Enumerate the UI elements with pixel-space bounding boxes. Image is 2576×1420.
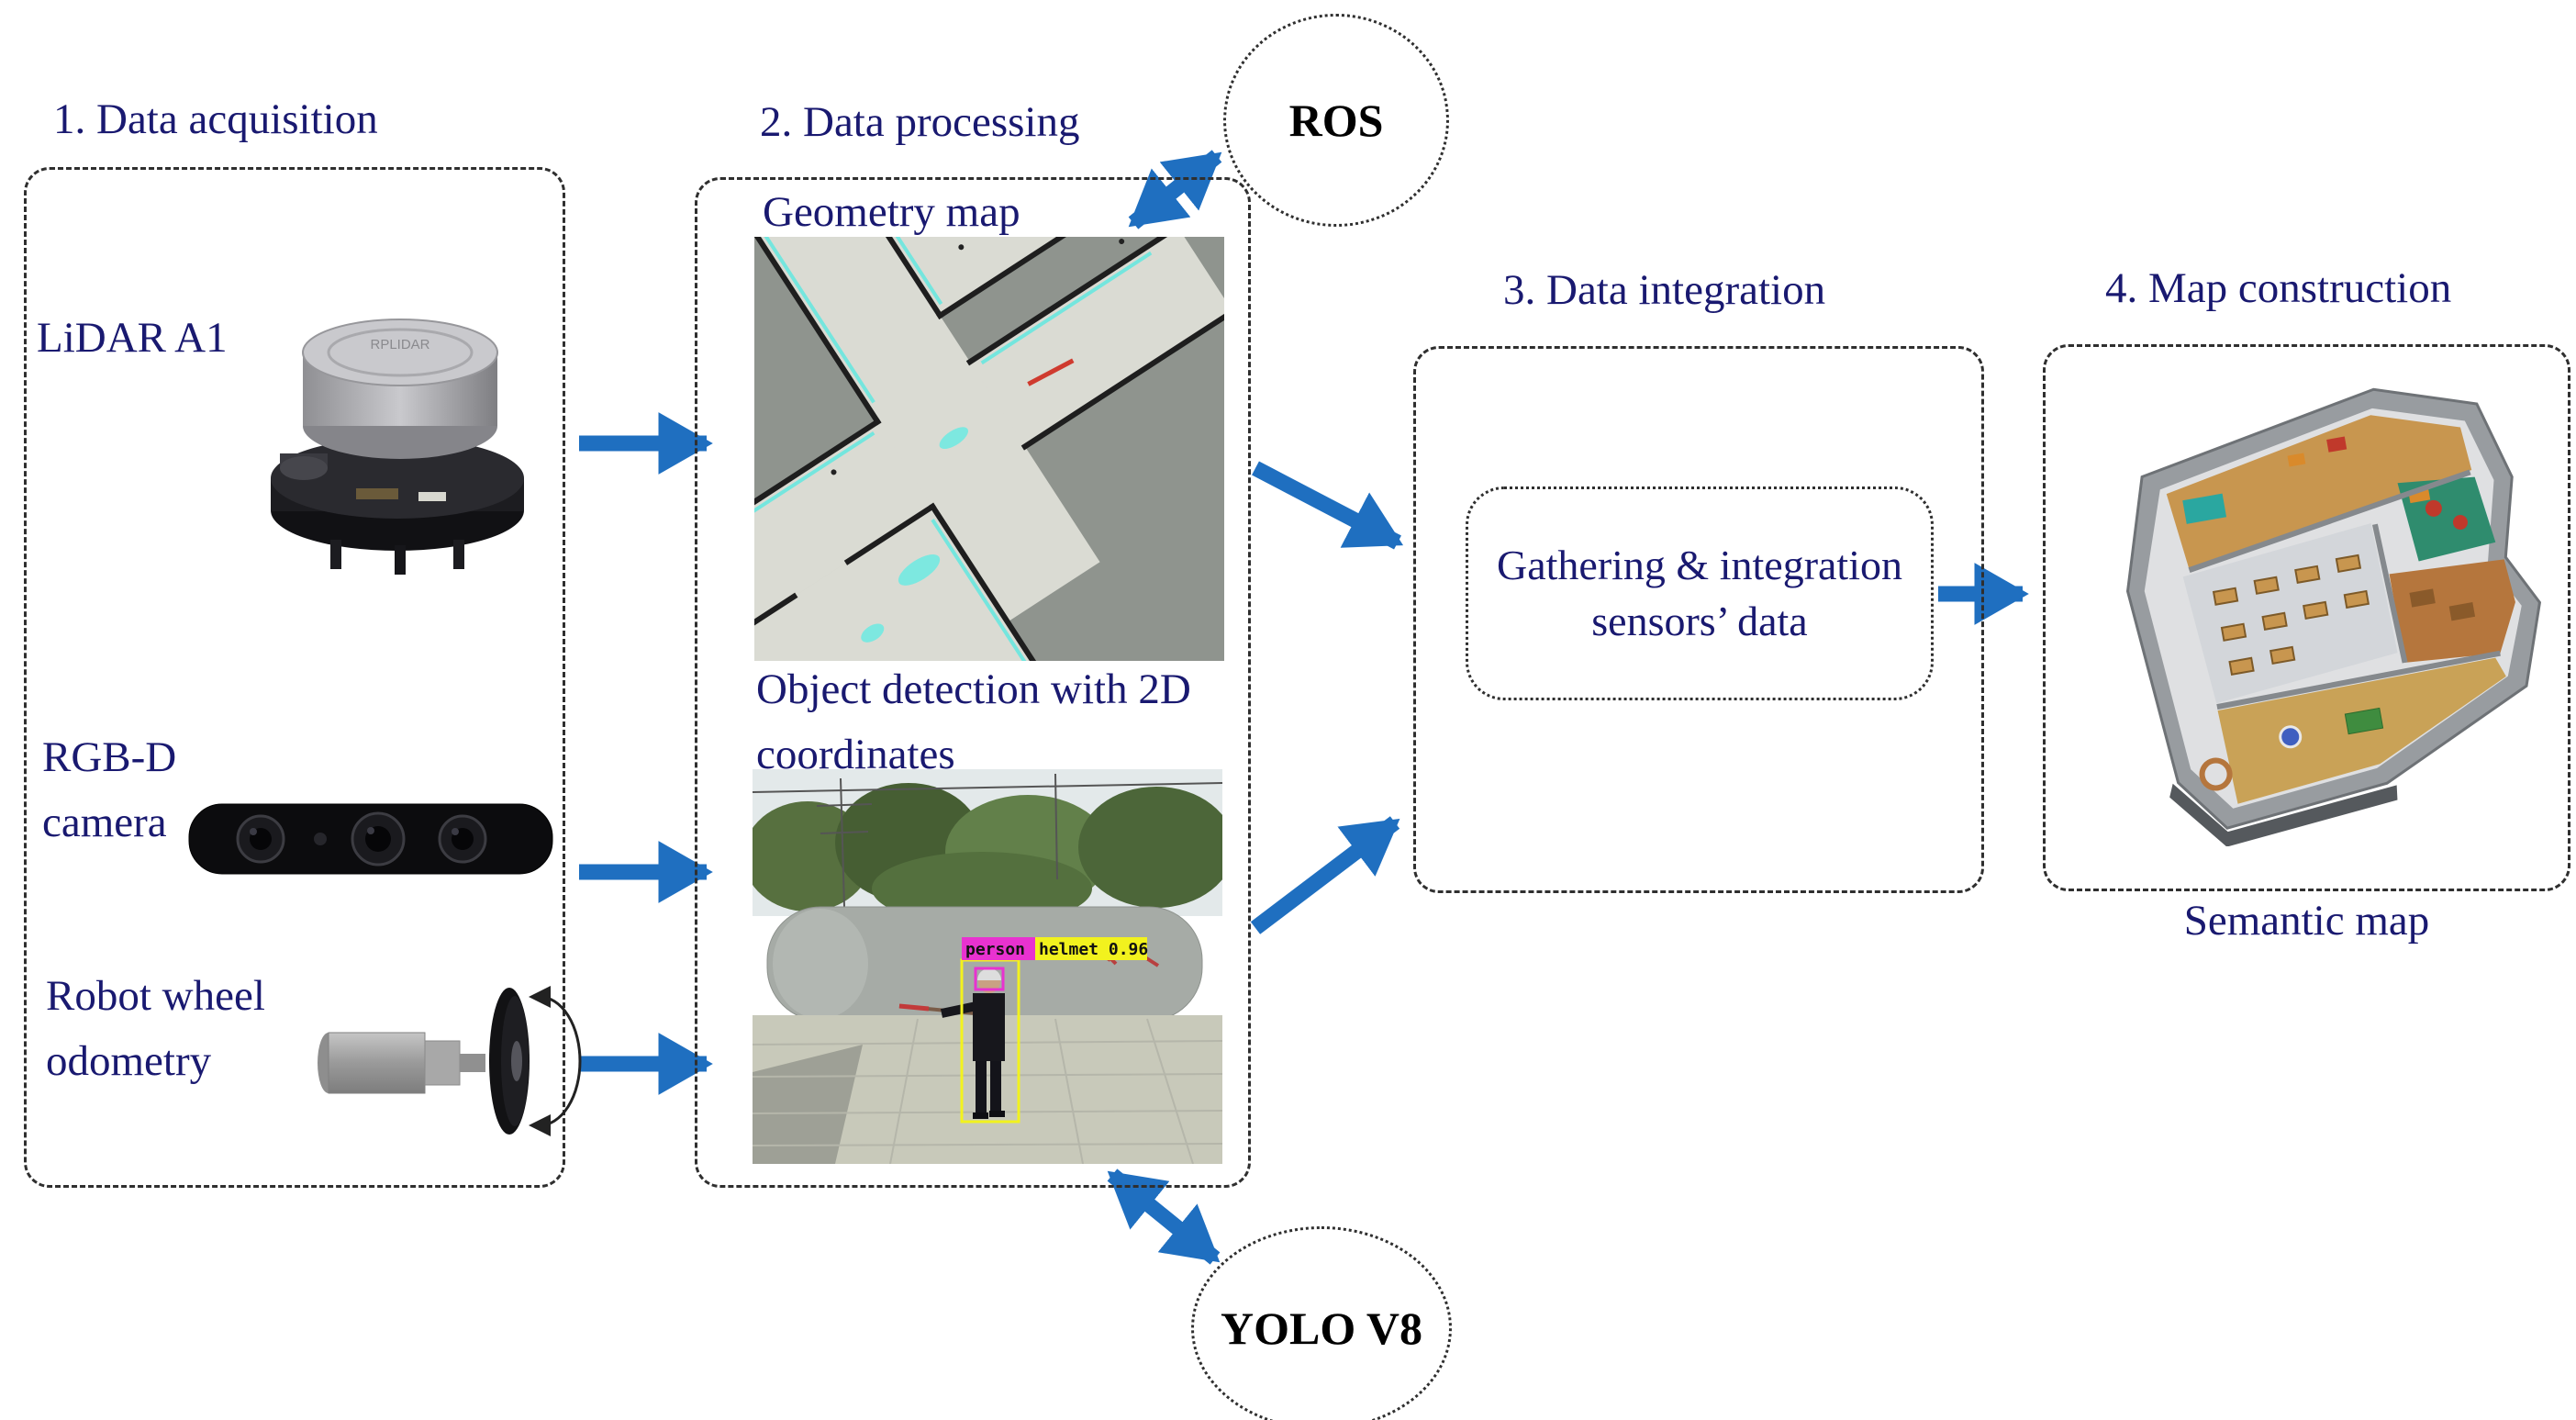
camera-label-line2: camera	[42, 798, 167, 846]
geometry-map-illustration	[665, 0, 1237, 853]
stage4-box	[2043, 344, 2570, 891]
geometry-map-label: Geometry map	[763, 188, 1020, 236]
stage3-title: 3. Data integration	[1503, 266, 1826, 314]
yolo-node: YOLO V8	[1191, 1226, 1452, 1420]
power-lines	[752, 773, 1223, 908]
lidar-label: LiDAR A1	[37, 314, 228, 362]
lidar-illustration: RPLIDAR	[271, 319, 524, 575]
object-detection-photo: person helmet 0.96	[743, 769, 1234, 1165]
ros-label: ROS	[1288, 95, 1384, 146]
odometry-image	[312, 975, 587, 1154]
object-detection-label: Object detection with 2D coordinates	[756, 657, 1191, 787]
integration-inner-box: Gathering & integration sensors’ data	[1466, 486, 1934, 700]
helmet-score-label: helmet 0.96	[1039, 940, 1148, 959]
storage-tank	[766, 906, 1203, 1022]
stage3-box	[1413, 346, 1984, 893]
lidar-turret: RPLIDAR	[302, 319, 498, 459]
arrow-detection-to-integration	[1250, 816, 1400, 934]
ros-node: ROS	[1223, 14, 1449, 227]
person-score-label: person	[965, 940, 1025, 959]
camera-label: RGB-D camera	[42, 725, 176, 855]
rgbd-camera-image	[187, 791, 554, 888]
camera-label-line1: RGB-D	[42, 733, 177, 781]
odometry-label-line1: Robot wheel	[46, 972, 265, 1020]
object-detection-image: person helmet 0.96	[743, 769, 1234, 1165]
semantic-map-image	[2080, 362, 2549, 847]
lidar-image: RPLIDAR	[246, 308, 549, 584]
rotation-arrow	[529, 986, 582, 1136]
yolo-label: YOLO V8	[1221, 1303, 1422, 1354]
lidar-legs	[330, 540, 464, 575]
detection-boxes: person helmet 0.96	[960, 937, 1148, 1124]
integration-text-line1: Gathering & integration	[1497, 541, 1902, 588]
stage1-title: 1. Data acquisition	[53, 95, 378, 143]
lidar-pulley	[280, 453, 328, 480]
rgbd-camera-illustration	[188, 803, 553, 875]
semantic-map-caption: Semantic map	[2183, 897, 2430, 945]
stage2-title: 2. Data processing	[760, 98, 1080, 146]
stage4-title: 4. Map construction	[2105, 264, 2452, 312]
trees	[743, 783, 1234, 925]
wheel-disc	[489, 988, 530, 1135]
person-figure	[898, 968, 1005, 1119]
isometric-building	[2125, 387, 2542, 847]
lidar-brand-text: RPLIDAR	[370, 337, 429, 352]
geometry-map-image	[665, 0, 1237, 853]
odometry-label: Robot wheel odometry	[46, 964, 265, 1093]
stage2-box	[695, 177, 1251, 1188]
ground	[752, 1015, 1223, 1165]
object-detection-label-line1: Object detection with 2D	[756, 665, 1191, 713]
camera-lenses	[236, 811, 487, 867]
motor-body	[318, 1032, 485, 1094]
odometry-illustration	[318, 986, 582, 1136]
arrow-geometry-to-integration	[1252, 461, 1404, 550]
lidar-base	[271, 438, 524, 551]
integration-text-line2: sensors’ data	[1591, 597, 1808, 644]
semantic-map-illustration	[2125, 387, 2542, 847]
stage1-box	[24, 167, 565, 1188]
odometry-label-line2: odometry	[46, 1036, 212, 1085]
